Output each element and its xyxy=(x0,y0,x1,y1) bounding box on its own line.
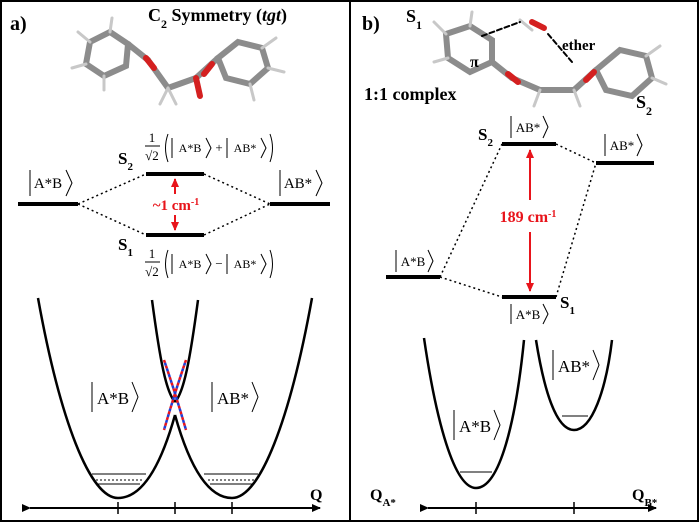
correlation-lines-a xyxy=(77,173,271,236)
svg-text:AB*: AB* xyxy=(217,389,249,408)
panel-a-title: C2 Symmetry (tgt) xyxy=(148,5,287,31)
ket-b-lower: A*B xyxy=(510,303,549,325)
svg-text:A*B: A*B xyxy=(401,254,426,269)
well-label-b-left: A*B xyxy=(453,409,501,441)
svg-text:√2: √2 xyxy=(145,148,159,163)
svg-text:1: 1 xyxy=(149,130,156,145)
label-a-s2: S2 xyxy=(118,149,133,173)
well-label-a-right: AB* xyxy=(211,381,259,413)
ket-a-left: A*B xyxy=(29,169,73,197)
potential-wells-a xyxy=(36,297,314,500)
label-b-s2: S2 xyxy=(478,125,493,149)
svg-text:AB*: AB* xyxy=(234,257,257,271)
molecule-complex-structure xyxy=(432,10,668,108)
ket-b-right: AB* xyxy=(604,133,643,157)
mol-s2-label: S2 xyxy=(636,92,652,118)
splitting-label-a: ~1 cm-1 xyxy=(153,197,200,215)
correlation-lines-b xyxy=(439,143,597,298)
label-a-s1: S1 xyxy=(118,235,133,259)
complex-label: 1:1 complex xyxy=(364,84,456,104)
svg-text:−: − xyxy=(215,256,222,271)
panel-b-frame xyxy=(349,0,699,522)
ether-label: ether xyxy=(562,38,596,54)
label-b-s1: S1 xyxy=(560,293,575,317)
vib-levels-a xyxy=(92,473,258,485)
svg-text:A*B: A*B xyxy=(97,389,129,408)
q-axis-a-ticks xyxy=(117,502,233,514)
svg-text:A*B: A*B xyxy=(179,141,202,155)
svg-text:A*B: A*B xyxy=(516,307,541,322)
expr-a-antisymmetric: 1 √2 A*B − AB* xyxy=(145,246,273,279)
svg-text:AB*: AB* xyxy=(516,120,541,135)
svg-text:AB*: AB* xyxy=(284,176,312,192)
crossing-region-a xyxy=(162,359,188,431)
potential-wells-b xyxy=(422,337,614,490)
mol-s1-label: S1 xyxy=(406,6,422,32)
q-axis-b-ticks xyxy=(475,502,575,514)
pi-label: π xyxy=(470,54,479,71)
q-axis-b-right-label: QB* xyxy=(632,487,658,509)
svg-text:A*B: A*B xyxy=(459,417,491,436)
ket-a-right: AB* xyxy=(279,169,323,197)
panel-a-frame xyxy=(0,0,351,522)
panel-b-label: b) xyxy=(362,13,380,35)
ket-b-upper: AB* xyxy=(510,115,549,139)
well-label-a-left: A*B xyxy=(91,381,139,413)
expr-a-symmetric: 1 √2 A*B + AB* xyxy=(145,130,273,163)
well-label-b-right: AB* xyxy=(552,349,600,381)
svg-text:√2: √2 xyxy=(145,264,159,279)
svg-text:A*B: A*B xyxy=(34,176,62,192)
vib-levels-b xyxy=(460,415,588,473)
svg-text:AB*: AB* xyxy=(558,357,590,376)
panel-a-label: a) xyxy=(10,13,27,35)
svg-text:1: 1 xyxy=(149,246,156,261)
ket-b-left: A*B xyxy=(395,249,434,273)
svg-text:AB*: AB* xyxy=(234,141,257,155)
molecule-c2-structure xyxy=(70,16,286,106)
svg-text:AB*: AB* xyxy=(610,138,635,153)
svg-text:+: + xyxy=(215,140,222,155)
splitting-label-b: 189 cm-1 xyxy=(500,209,557,227)
q-axis-a-label: Q xyxy=(310,487,322,504)
q-axis-b-left-label: QA* xyxy=(370,487,396,509)
svg-text:A*B: A*B xyxy=(179,257,202,271)
